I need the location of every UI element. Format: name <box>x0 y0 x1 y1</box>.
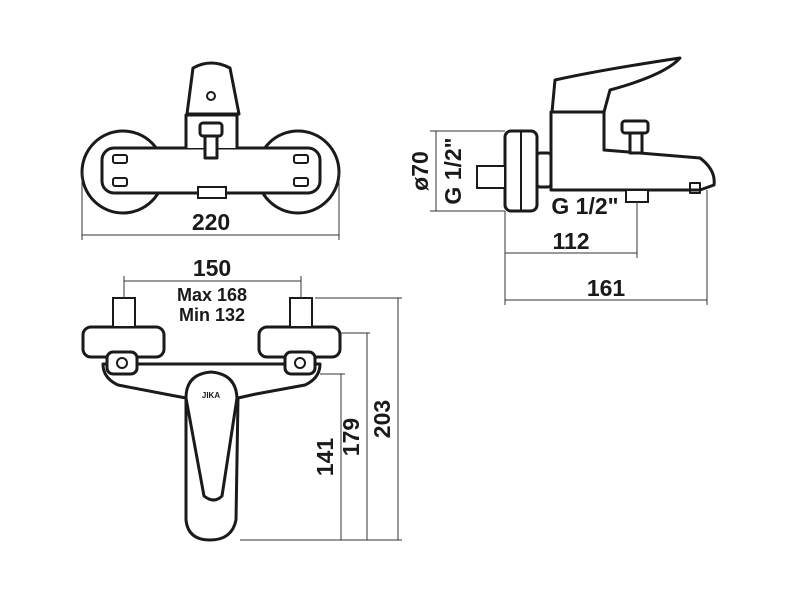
wall-thread-label: G 1/2" <box>440 137 466 204</box>
side-connector <box>535 151 553 189</box>
front-view: 220 <box>80 61 341 240</box>
bottom-lever <box>184 370 239 502</box>
right-nut-mark <box>293 154 309 164</box>
spout-outlet <box>689 182 701 194</box>
side-wall-thread <box>476 165 506 189</box>
spout-length-label: 161 <box>587 275 626 301</box>
left-nut-mark-lower <box>112 177 128 187</box>
outlet-thread-label: G 1/2" <box>551 193 618 219</box>
right-nut-mark-lower <box>293 177 309 187</box>
max-distance-label: Max 168 <box>177 285 247 305</box>
width-dimension-label: 220 <box>192 209 230 235</box>
diverter-knob <box>198 121 224 138</box>
side-outlet-thread <box>625 189 649 203</box>
height-203-label: 203 <box>369 400 395 438</box>
side-lever <box>550 56 682 114</box>
bottom-left-thread <box>112 297 136 328</box>
height-141-label: 141 <box>312 438 338 477</box>
front-outlet-thread <box>197 186 227 199</box>
side-view: ø70 G 1/2" G 1/2" 112 161 <box>407 56 716 305</box>
diverter-stem <box>203 134 219 160</box>
min-distance-label: Min 132 <box>179 305 245 325</box>
lever-handle <box>185 61 241 116</box>
center-distance-label: 150 <box>193 255 231 281</box>
bottom-right-nut <box>283 350 317 376</box>
side-main-body <box>549 110 716 192</box>
bottom-left-nut <box>105 350 139 376</box>
side-diverter-knob <box>620 119 650 135</box>
bottom-view: JIKA 150 Max 168 Min 132 141 179 203 <box>81 255 402 542</box>
side-diverter-stem <box>628 131 644 155</box>
lever-screw <box>206 91 216 101</box>
body-diameter-label: ø70 <box>407 151 433 191</box>
bottom-right-thread <box>289 297 313 328</box>
brand-logo: JIKA <box>202 391 220 400</box>
left-nut-mark <box>112 154 128 164</box>
height-179-label: 179 <box>338 418 364 456</box>
outlet-offset-label: 112 <box>552 228 589 254</box>
